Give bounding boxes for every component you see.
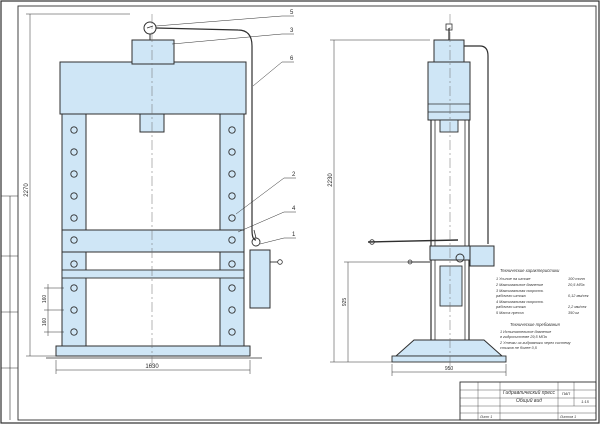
upper-beam bbox=[59, 61, 247, 115]
leader-1: 1 bbox=[292, 232, 296, 238]
side-gauge-icon bbox=[445, 23, 453, 31]
leader-2: 2 bbox=[292, 172, 296, 178]
side-upper-housing bbox=[427, 61, 471, 121]
front-base-plate bbox=[55, 345, 251, 357]
front-dimensions: 2270 1630 160 160 bbox=[24, 13, 251, 374]
column-hole bbox=[70, 236, 78, 244]
column-hole bbox=[70, 306, 78, 314]
leader-6: 6 bbox=[290, 56, 294, 62]
lower-crossbar bbox=[61, 269, 245, 279]
hand-pump-unit bbox=[249, 249, 271, 309]
lever-knob-icon bbox=[369, 239, 375, 245]
dim-base-width: 950 bbox=[445, 366, 454, 372]
movable-table bbox=[61, 229, 245, 253]
column-hole bbox=[228, 306, 236, 314]
technical-specs: Технические характеристики 1 Усилие на ш… bbox=[495, 268, 589, 315]
column-hole bbox=[228, 192, 236, 200]
side-base bbox=[394, 339, 504, 357]
spec-value: 20,5 МПа bbox=[567, 283, 584, 287]
pump-handle-knob-icon bbox=[277, 259, 283, 265]
side-cylinder-top bbox=[433, 39, 465, 63]
spec-line: 2 Максимальное давление bbox=[495, 283, 543, 287]
column-hole bbox=[70, 214, 78, 222]
spec-value: 100 тонн bbox=[568, 277, 586, 281]
spec-value: 2,2 мм/сек bbox=[567, 305, 587, 309]
column-hole bbox=[70, 284, 78, 292]
leader-5: 5 bbox=[290, 10, 294, 16]
title-block-sheet-count: Листов 1 bbox=[559, 415, 576, 419]
sheet-inner-border bbox=[17, 5, 597, 421]
dim-spacing-upper: 160 bbox=[42, 295, 48, 304]
spec-line: рабочего штока bbox=[495, 305, 526, 309]
spec-line: 1 Усилие на штоке bbox=[496, 277, 530, 281]
side-pump-box bbox=[469, 245, 495, 267]
title-block-title: Гидравлический пресс bbox=[503, 389, 556, 396]
side-view bbox=[367, 14, 507, 370]
title-block-sheet: Лист 1 bbox=[479, 415, 492, 419]
pump-valve-icon bbox=[251, 237, 261, 247]
column-hole bbox=[228, 236, 236, 244]
pump-lever bbox=[367, 239, 459, 243]
pressure-gauge-icon bbox=[143, 21, 157, 35]
side-hose bbox=[464, 45, 489, 244]
column-hole bbox=[228, 214, 236, 222]
specs-title: Технические характеристики bbox=[500, 268, 560, 273]
dim-mid-height: 925 bbox=[342, 298, 348, 307]
column-hole bbox=[70, 192, 78, 200]
requirement-line: в гидросистеме 29,5 МПа bbox=[500, 335, 547, 339]
side-lower-block bbox=[439, 265, 463, 307]
spec-line: 3 Максимальная скорость bbox=[496, 289, 543, 293]
spec-line: рабочего штока bbox=[495, 294, 526, 298]
column-hole bbox=[228, 148, 236, 156]
column-hole bbox=[70, 148, 78, 156]
requirement-line: стыков не более 0,5 bbox=[500, 346, 538, 350]
title-block-scale: 1:15 bbox=[581, 399, 590, 404]
front-view bbox=[46, 14, 283, 368]
spec-line: 4 Максимальная скорость bbox=[496, 300, 543, 304]
column-hole bbox=[70, 126, 78, 134]
dim-spacing-lower: 160 bbox=[42, 318, 48, 327]
side-valve-icon bbox=[455, 253, 465, 263]
title-block-doc-code: ПАП bbox=[562, 391, 570, 396]
requirement-line: 1 Испытательное давление bbox=[500, 330, 551, 334]
requirements-title: Технические требования bbox=[510, 322, 560, 327]
column-hole bbox=[70, 260, 78, 268]
hydraulic-cylinder bbox=[131, 39, 175, 65]
leader-3: 3 bbox=[290, 28, 294, 34]
side-rod bbox=[439, 119, 459, 133]
part-leaders: 5 3 6 2 4 1 bbox=[155, 10, 296, 245]
title-block-subtitle: Общий вид bbox=[516, 397, 542, 404]
technical-requirements: Технические требования 1 Испытательное д… bbox=[499, 322, 572, 350]
leader-4: 4 bbox=[292, 206, 296, 212]
dim-height-right: 2230 bbox=[328, 173, 334, 187]
column-hole bbox=[228, 260, 236, 268]
column-hole bbox=[70, 328, 78, 336]
column-hole bbox=[70, 170, 78, 178]
spec-value: 0,12 мм/сек bbox=[568, 294, 589, 298]
dim-overall-width: 1630 bbox=[145, 364, 159, 370]
dim-overall-height: 2270 bbox=[24, 183, 30, 197]
column-hole bbox=[228, 170, 236, 178]
column-hole bbox=[228, 328, 236, 336]
title-block: Гидравлический пресс Общий вид ПАП 1:15 … bbox=[459, 381, 597, 421]
spec-line: 5 Масса пресса bbox=[496, 311, 524, 315]
hydraulic-hose bbox=[155, 27, 257, 241]
spec-value: 350 кг bbox=[568, 311, 579, 315]
column-hole bbox=[228, 284, 236, 292]
column-hole bbox=[228, 126, 236, 134]
requirement-line: 2 Утечки из гидравлики через систему bbox=[499, 341, 572, 345]
side-dimensions: 2230 925 950 bbox=[328, 39, 507, 376]
